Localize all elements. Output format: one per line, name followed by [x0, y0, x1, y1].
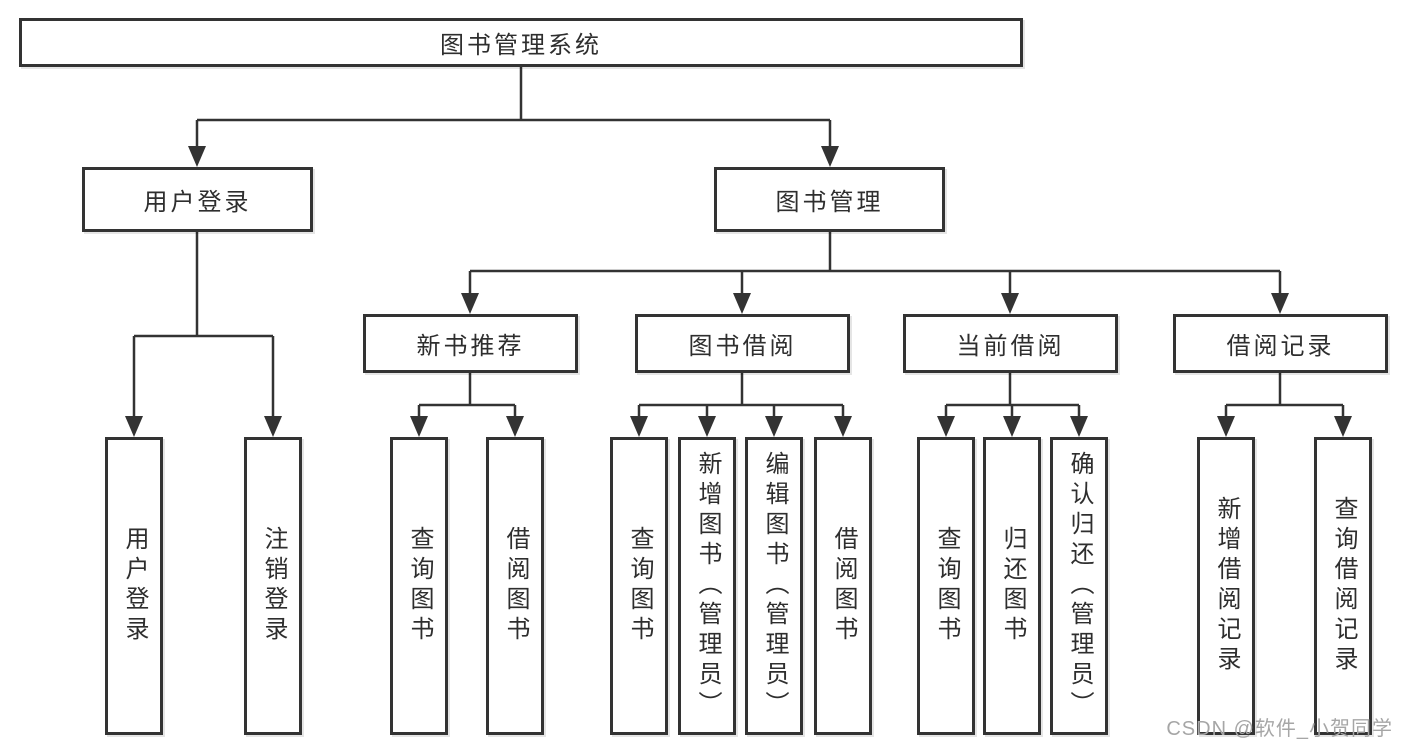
leaf-query-books-borrowing: 查询图书	[610, 437, 668, 735]
leaf-confirm-return-admin: 确认归还（管理员）	[1050, 437, 1108, 735]
leaf-query-books-current-label: 查询图书	[933, 526, 960, 646]
leaf-borrow-books-recommend-label: 借阅图书	[502, 526, 529, 646]
node-book-borrowing: 图书借阅	[635, 314, 850, 373]
leaf-user-login-label: 用户登录	[121, 526, 148, 646]
node-root-label: 图书管理系统	[440, 32, 602, 59]
node-book-management: 图书管理	[714, 167, 945, 232]
node-current-borrowing-label: 当前借阅	[956, 333, 1065, 360]
csdn-watermark: CSDN @软件_小贺同学	[1166, 718, 1393, 740]
leaf-confirm-return-admin-label: 确认归还（管理员）	[1066, 451, 1093, 721]
node-current-borrowing: 当前借阅	[903, 314, 1118, 373]
leaf-logout-label: 注销登录	[260, 526, 287, 646]
leaf-query-borrow-record: 查询借阅记录	[1314, 437, 1372, 735]
node-new-book-recommend: 新书推荐	[363, 314, 578, 373]
node-user-login-label: 用户登录	[143, 189, 252, 216]
leaf-borrow-books-borrowing-label: 借阅图书	[830, 526, 857, 646]
leaf-borrow-books-recommend: 借阅图书	[486, 437, 544, 735]
leaf-user-login: 用户登录	[105, 437, 163, 735]
node-user-login: 用户登录	[82, 167, 313, 232]
leaf-edit-book-admin: 编辑图书（管理员）	[745, 437, 803, 735]
leaf-return-books: 归还图书	[983, 437, 1041, 735]
leaf-edit-book-admin-label: 编辑图书（管理员）	[761, 451, 788, 721]
node-book-borrowing-label: 图书借阅	[688, 333, 797, 360]
node-borrow-records-label: 借阅记录	[1226, 333, 1335, 360]
node-new-book-recommend-label: 新书推荐	[416, 333, 525, 360]
leaf-query-books-recommend-label: 查询图书	[406, 526, 433, 646]
node-book-management-label: 图书管理	[775, 189, 884, 216]
leaf-logout: 注销登录	[244, 437, 302, 735]
arrowheads	[125, 146, 1352, 437]
node-root: 图书管理系统	[19, 18, 1023, 67]
node-borrow-records: 借阅记录	[1173, 314, 1388, 373]
leaf-query-books-borrowing-label: 查询图书	[626, 526, 653, 646]
leaf-borrow-books-borrowing: 借阅图书	[814, 437, 872, 735]
leaf-query-books-current: 查询图书	[917, 437, 975, 735]
leaf-query-borrow-record-label: 查询借阅记录	[1330, 496, 1357, 676]
leaf-add-borrow-record: 新增借阅记录	[1197, 437, 1255, 735]
leaf-query-books-recommend: 查询图书	[390, 437, 448, 735]
leaf-add-book-admin-label: 新增图书（管理员）	[694, 451, 721, 721]
leaf-add-book-admin: 新增图书（管理员）	[678, 437, 736, 735]
leaf-return-books-label: 归还图书	[999, 526, 1026, 646]
leaf-add-borrow-record-label: 新增借阅记录	[1213, 496, 1240, 676]
